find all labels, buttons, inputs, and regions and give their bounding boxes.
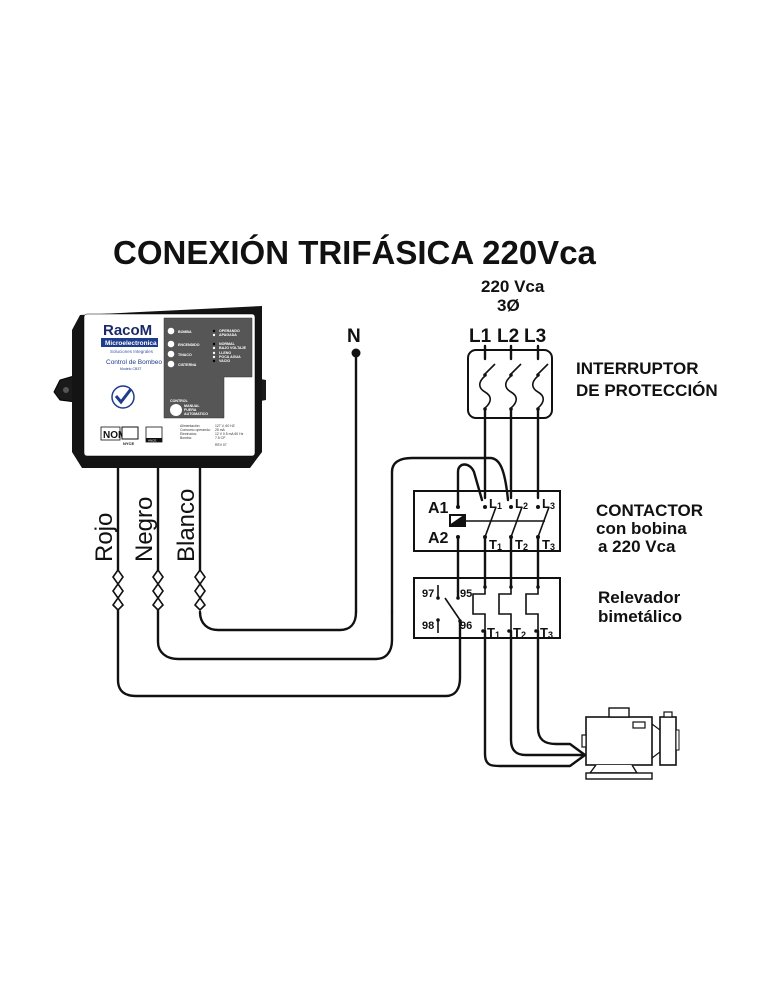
motor-lead-t2 [509, 629, 587, 757]
relay-terminal-t3: T3 [540, 625, 553, 640]
control-mode-fuera: FUERA [184, 408, 197, 412]
spec-label-electrodos: Electrodos: [180, 432, 197, 436]
breaker-pole-3 [531, 344, 549, 500]
device-wire-rojo [111, 463, 462, 698]
protection-breaker [467, 344, 553, 500]
quality-seal-icon [111, 385, 135, 409]
indicator-panel [163, 317, 253, 419]
spec-label-consumo: Consumo operando: [180, 428, 211, 432]
terminal-97: 97 [422, 588, 434, 600]
terminal-t1: T1 [489, 537, 502, 552]
status-poca-agua: POCA AGUA [219, 355, 241, 359]
terminal-t2: T2 [515, 537, 528, 552]
motor-lead-t1 [483, 629, 587, 768]
led-cisterna [167, 360, 175, 368]
status-bajo-voltaje: BAJO VOLTAJE [219, 346, 247, 350]
control-label: CONTROL [170, 399, 189, 403]
wire-label-blanco: Blanco [173, 489, 200, 562]
led-tinaco [167, 350, 175, 358]
svg-text:ANCE: ANCE [148, 439, 156, 443]
spec-label-alimentacion: Alimentación: [180, 424, 200, 428]
svg-text:NOM: NOM [103, 430, 126, 441]
device-tagline: Soluciones Integrales [110, 349, 154, 354]
overload-relay: 97 95 98 96 T1 T2 T3 [413, 577, 561, 640]
device-product: Control de Bombeo [106, 359, 162, 366]
breaker-pole-1 [478, 344, 496, 500]
terminal-98: 98 [422, 620, 434, 632]
contactor-label-line1: CONTACTOR [596, 501, 703, 520]
wire-label-negro: Negro [131, 497, 158, 562]
nom-badge: NOM [100, 426, 126, 441]
supply-phase-label: 3Ø [497, 296, 520, 315]
terminal-l1: L1 [489, 496, 502, 511]
indicator-encendido: ENCENDIDO [178, 343, 200, 347]
line-label-l2: L2 [497, 326, 519, 347]
device-wire-blanco [193, 463, 358, 632]
line-label-l1: L1 [469, 326, 492, 347]
terminal-a2: A2 [428, 530, 449, 547]
relay-label-line2: bimetálico [598, 607, 682, 626]
status-apagada: APAGADA [219, 333, 237, 337]
pump-controller-device: RacoM Microelectronica Soluciones Integr… [53, 306, 266, 468]
contactor-housing [413, 490, 561, 552]
breaker-pole-2 [504, 344, 522, 500]
device-revision: REV 07 [215, 443, 227, 447]
led-encendido [167, 340, 175, 348]
brand-sub-bar [101, 338, 158, 347]
contactor: A1 A2 L1 L2 L3 T1 T2 T3 [413, 490, 561, 552]
contactor-label-line3: a 220 Vca [598, 537, 676, 556]
neutral-label: N [347, 326, 361, 347]
coil-jumper-l1 [456, 463, 484, 509]
control-mode-button[interactable] [170, 404, 182, 416]
device-brand: RacoM [103, 322, 152, 339]
spec-value-electrodos: 12 V 0.5 mA 60 Hz [215, 432, 244, 436]
control-mode-automatico: AUTOMATICO [184, 412, 208, 416]
terminal-a1: A1 [428, 500, 449, 517]
device-brand-sub: Microelectronica [105, 340, 157, 347]
status-operando: OPERANDO [219, 329, 240, 333]
spec-value-bomba: 7.5 CP [215, 436, 226, 440]
terminal-t3: T3 [542, 537, 555, 552]
svg-text:NYCE: NYCE [123, 441, 134, 446]
status-vacio: VACIO [219, 359, 230, 363]
relay-housing [413, 577, 561, 639]
wire-label-rojo: Rojo [91, 513, 118, 562]
breaker-label-line1: INTERRUPTOR [576, 359, 698, 378]
terminal-96: 96 [460, 620, 472, 632]
contactor-label-line2: con bobina [596, 519, 687, 538]
indicator-bomba: BOMBA [178, 330, 192, 334]
supply-voltage-label: 220 Vca [481, 277, 545, 296]
status-normal: NORMAL [219, 342, 236, 346]
nyce-badge: NYCE [121, 426, 139, 446]
pump-motor-icon [581, 707, 680, 780]
spec-value-consumo: 25 mA [215, 428, 226, 432]
ance-badge: ANCE [145, 426, 163, 443]
terminal-l3: L3 [542, 496, 555, 511]
line-label-l3: L3 [524, 326, 546, 347]
device-model: Modelo CB3T [120, 367, 142, 371]
terminal-l2: L2 [515, 496, 528, 511]
device-wire-negro [151, 463, 394, 661]
indicator-cisterna: CISTERNA [178, 363, 197, 367]
diagram-title: CONEXIÓN TRIFÁSICA 220Vca [113, 234, 597, 271]
spec-value-alimentacion: 127 V, 60 HZ [215, 424, 235, 428]
status-lleno: LLENO [219, 351, 231, 355]
relay-terminal-t1: T1 [487, 625, 500, 640]
motor-lead-t3 [536, 629, 587, 757]
terminal-95: 95 [460, 588, 472, 600]
relay-terminal-t2: T2 [513, 625, 526, 640]
control-mode-manual: MANUAL [184, 404, 200, 408]
relay-label-line1: Relevador [598, 588, 681, 607]
neutral-return-wire [390, 456, 510, 614]
led-bomba [167, 327, 175, 335]
indicator-tinaco: TINACO [178, 353, 192, 357]
breaker-label-line2: DE PROTECCIÓN [576, 381, 718, 400]
spec-label-bomba: Bomba: [180, 436, 192, 440]
